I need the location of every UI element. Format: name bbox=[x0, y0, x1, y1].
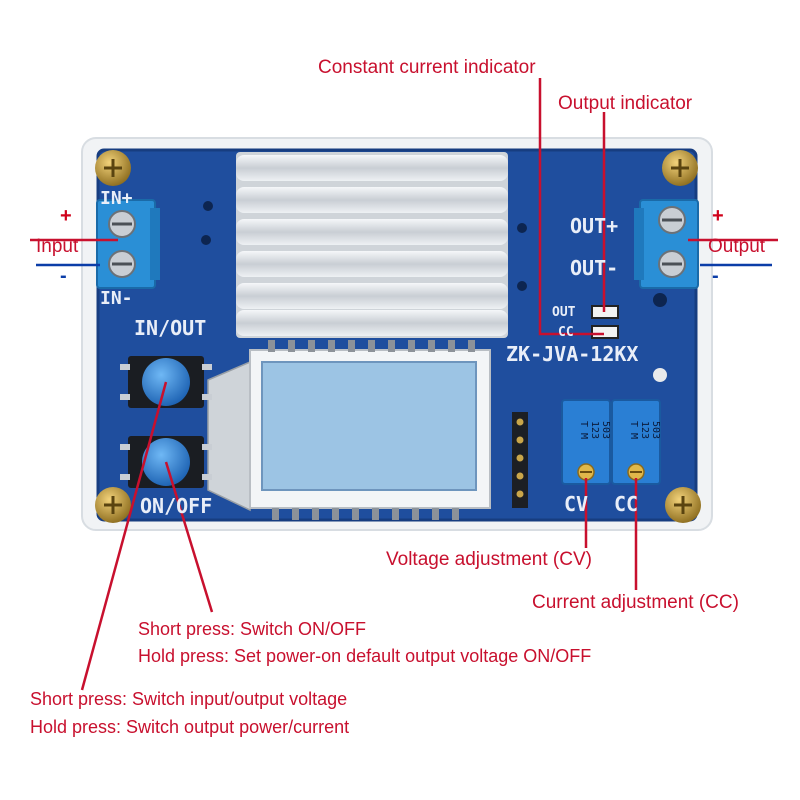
cv-label: CV bbox=[564, 492, 589, 516]
heatsink bbox=[236, 152, 508, 338]
screw-icon bbox=[95, 487, 131, 523]
input-plus-sign: + bbox=[60, 205, 72, 227]
pot1-code: 503 bbox=[600, 421, 611, 440]
output-indicator-annotation: Output indicator bbox=[558, 93, 693, 114]
led-out-label: OUT bbox=[552, 305, 576, 320]
input-annotation: Input bbox=[36, 236, 79, 257]
led-cc-label: CC bbox=[558, 325, 574, 340]
output-annotation: Output bbox=[708, 236, 766, 257]
model-label: ZK-JVA-12KX bbox=[506, 342, 639, 366]
current-adjustment-annotation: Current adjustment (CC) bbox=[532, 592, 739, 613]
constant-current-led bbox=[591, 325, 619, 339]
inout-hold-press-annotation: Hold press: Switch output power/current bbox=[30, 717, 350, 737]
in-out-label: IN/OUT bbox=[134, 316, 207, 340]
output-plus-sign: + bbox=[712, 205, 724, 227]
leader-lines bbox=[30, 78, 778, 691]
pot2-value: 123 T M bbox=[628, 421, 650, 440]
constant-current-indicator-annotation: Constant current indicator bbox=[318, 57, 536, 78]
onoff-hold-press-annotation: Hold press: Set power-on default output … bbox=[138, 646, 592, 666]
cc-label: CC bbox=[614, 492, 639, 516]
out-plus-label: OUT+ bbox=[570, 214, 619, 238]
in-minus-label: IN- bbox=[100, 288, 133, 309]
input-minus-sign: - bbox=[60, 265, 67, 287]
inout-short-press-annotation: Short press: Switch input/output voltage bbox=[30, 689, 348, 709]
pot2-code: 503 bbox=[650, 421, 661, 440]
onoff-short-press-annotation: Short press: Switch ON/OFF bbox=[138, 619, 367, 639]
screw-icon bbox=[95, 150, 131, 186]
voltage-adjustment-annotation: Voltage adjustment (CV) bbox=[386, 549, 592, 570]
lcd-screen bbox=[261, 361, 477, 491]
input-terminal-block bbox=[96, 199, 160, 289]
output-terminal-block bbox=[634, 199, 699, 289]
on-off-label: ON/OFF bbox=[140, 494, 213, 518]
screw-icon bbox=[662, 150, 698, 186]
in-plus-label: IN+ bbox=[100, 188, 133, 209]
pin-header bbox=[512, 412, 528, 508]
pot1-value: 123 T M bbox=[578, 421, 600, 440]
out-minus-label: OUT- bbox=[570, 256, 619, 280]
output-minus-sign: - bbox=[712, 265, 719, 287]
screw-icon bbox=[665, 487, 701, 523]
